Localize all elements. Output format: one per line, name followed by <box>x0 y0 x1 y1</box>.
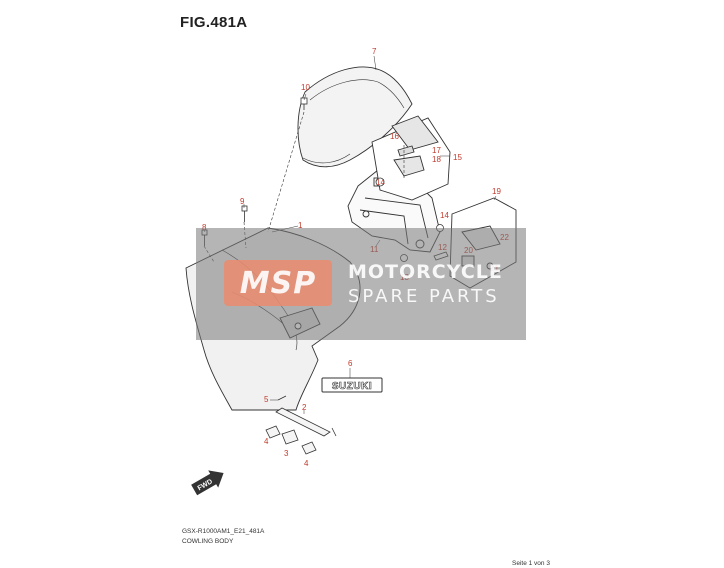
callout-9: 9 <box>240 197 245 206</box>
pad-3 <box>281 429 299 445</box>
pad-4b <box>301 441 317 455</box>
screw-10 <box>300 97 308 110</box>
callout-18: 18 <box>432 155 441 164</box>
page-info: Seite 1 von 3 <box>512 560 550 567</box>
figure-title: FIG.481A <box>180 14 248 31</box>
clip-2b <box>331 427 337 437</box>
watermark-tagline: SPARE PARTS <box>348 286 500 307</box>
callout-19: 19 <box>492 187 501 196</box>
trim-parts <box>265 395 337 455</box>
callout-14a: 14 <box>376 178 385 187</box>
section-name: COWLING BODY <box>182 538 234 545</box>
callout-6: 6 <box>348 359 353 368</box>
callout-4b: 4 <box>304 459 309 468</box>
callout-16: 16 <box>390 132 399 141</box>
callout-5: 5 <box>264 395 269 404</box>
forward-arrow-icon: FWD <box>191 470 224 496</box>
bracket-kit-15 <box>371 115 451 201</box>
watermark-overlay: MSP MOTORCYCLE SPARE PARTS <box>196 228 526 340</box>
windscreen <box>297 66 413 168</box>
callout-4a: 4 <box>264 437 269 446</box>
callout-2: 2 <box>302 403 307 412</box>
model-code: GSX-R1000AM1_E21_481A <box>182 528 265 535</box>
pad-4a <box>265 425 281 439</box>
clip-5 <box>277 395 287 401</box>
callout-3: 3 <box>284 449 289 458</box>
callout-8: 8 <box>202 223 207 232</box>
trim-strip-2 <box>275 407 331 437</box>
callout-10: 10 <box>301 83 310 92</box>
callout-17: 17 <box>432 146 441 155</box>
suzuki-emblem-text: SUZUKI <box>332 381 372 392</box>
callout-1: 1 <box>298 221 303 230</box>
callout-14b: 14 <box>440 211 449 220</box>
callout-7: 7 <box>372 47 377 56</box>
callout-15: 15 <box>453 153 462 162</box>
watermark-brand: MOTORCYCLE <box>348 261 503 283</box>
suzuki-emblem: SUZUKI <box>321 377 383 393</box>
watermark-logo: MSP <box>224 260 332 306</box>
watermark-logo-text: MSP <box>239 266 317 301</box>
